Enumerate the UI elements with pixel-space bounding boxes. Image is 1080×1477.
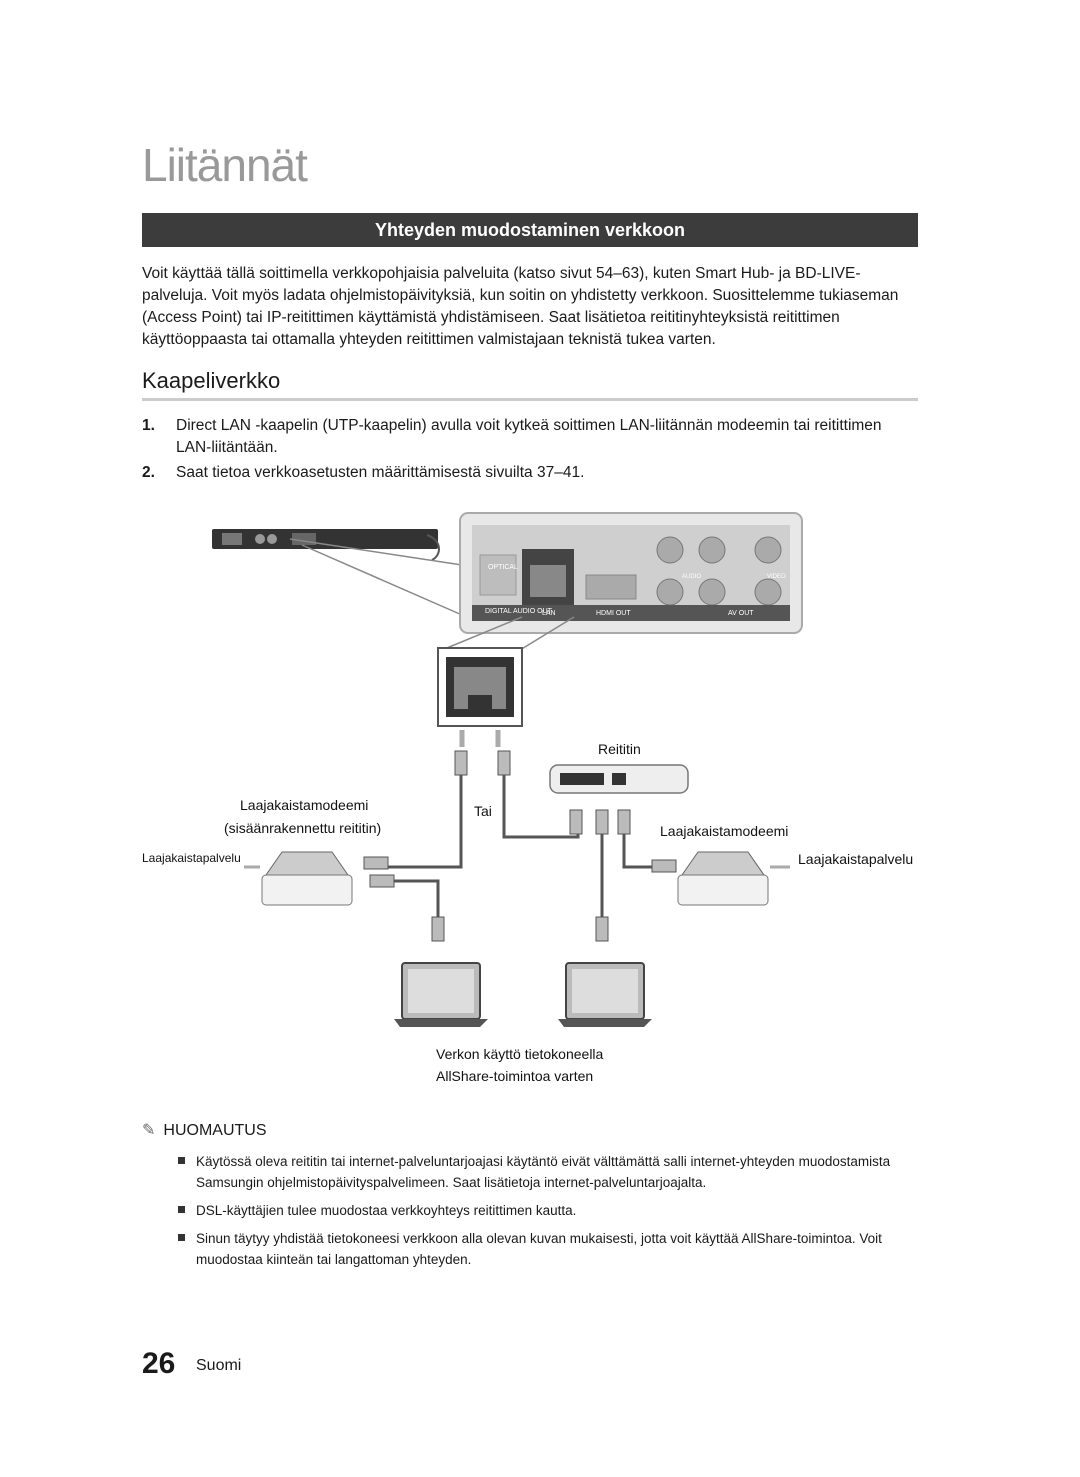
note-item: Sinun täytyy yhdistää tietokoneesi verkk… <box>178 1228 908 1270</box>
modem-builtin-label: Laajakaistamodeemi <box>240 797 369 813</box>
modem-label: Laajakaistamodeemi <box>660 823 789 839</box>
step-2: 2. Saat tietoa verkkoasetusten määrittäm… <box>142 462 918 484</box>
pc-caption-line2: AllShare-toimintoa varten <box>436 1068 594 1084</box>
subsection-rule <box>142 398 918 401</box>
panel-label-av-out: AV OUT <box>728 610 754 617</box>
router-icon <box>549 764 689 794</box>
section-heading: Yhteyden muodostaminen verkkoon <box>142 213 918 247</box>
laptop-left-icon <box>394 962 488 1027</box>
note-text: Käytössä oleva reititin tai internet-pal… <box>196 1154 891 1190</box>
page-number: 26 <box>142 1347 176 1380</box>
step-text: Direct LAN -kaapelin (UTP-kaapelin) avul… <box>176 417 882 456</box>
bullet-icon <box>178 1206 185 1213</box>
bullet-icon <box>178 1234 185 1241</box>
page-title: Liitännät <box>142 139 308 191</box>
note-text: Sinun täytyy yhdistää tietokoneesi verkk… <box>196 1231 882 1267</box>
note-item: DSL-käyttäjien tulee muodostaa verkkoyht… <box>178 1200 908 1221</box>
modem-left-icon <box>261 851 353 906</box>
modem-right-icon <box>677 851 769 906</box>
step-number: 1. <box>142 417 155 434</box>
service-right-label: Laajakaistapalvelu <box>798 851 914 867</box>
back-panel-icon <box>459 512 803 634</box>
panel-label-optical: OPTICAL <box>488 564 518 571</box>
lan-port-icon <box>437 647 523 727</box>
note-text: DSL-käyttäjien tulee muodostaa verkkoyht… <box>196 1203 577 1218</box>
panel-label-video: VIDEO <box>767 574 786 580</box>
note-heading: ✎ HUOMAUTUS <box>142 1120 267 1140</box>
bullet-icon <box>178 1157 185 1164</box>
subsection-heading: Kaapeliverkko <box>142 368 281 393</box>
pc-caption-line1: Verkon käyttö tietokoneella <box>436 1046 604 1062</box>
step-text: Saat tietoa verkkoasetusten määrittämise… <box>176 464 585 481</box>
or-label: Tai <box>474 803 492 819</box>
panel-label-lan: LAN <box>542 610 556 617</box>
panel-label-audio: AUDIO <box>682 574 701 580</box>
pencil-icon: ✎ <box>142 1122 156 1139</box>
note-heading-text: HUOMAUTUS <box>163 1122 267 1139</box>
player-icon <box>212 529 440 561</box>
network-diagram: OPTICAL DIGITAL AUDIO OUT LAN HDMI OUT A… <box>142 505 918 1095</box>
service-left-label: Laajakaistapalvelu <box>142 851 241 865</box>
page-language: Suomi <box>196 1357 242 1374</box>
modem-builtin-sub-label: (sisäänrakennettu reititin) <box>224 820 382 836</box>
diagram-graphic: OPTICAL DIGITAL AUDIO OUT LAN HDMI OUT A… <box>212 512 803 1027</box>
step-1: 1. Direct LAN -kaapelin (UTP-kaapelin) a… <box>142 415 918 459</box>
step-number: 2. <box>142 464 155 481</box>
intro-paragraph: Voit käyttää tällä soittimella verkkopoh… <box>142 265 899 348</box>
laptop-right-icon <box>558 962 652 1027</box>
panel-label-digital-audio: DIGITAL AUDIO OUT <box>485 608 553 615</box>
panel-label-hdmi: HDMI OUT <box>596 610 631 617</box>
note-item: Käytössä oleva reititin tai internet-pal… <box>178 1151 908 1193</box>
router-label: Reititin <box>598 741 641 757</box>
